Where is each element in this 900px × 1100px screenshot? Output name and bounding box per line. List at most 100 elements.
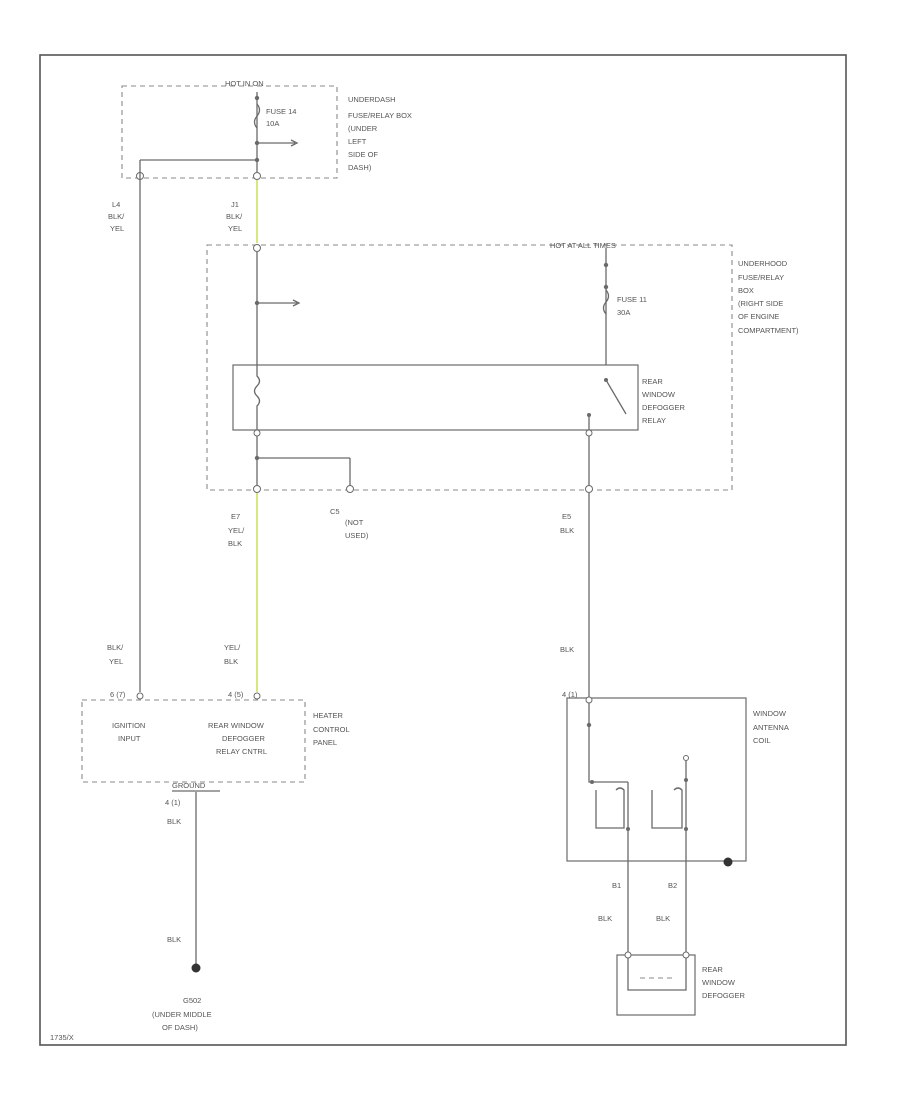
connector-defogger-b1 <box>624 951 632 959</box>
relay-switch-arm <box>605 379 627 415</box>
ground-label: GROUND <box>172 781 206 790</box>
defogger-label-line-1: REAR <box>702 965 723 974</box>
relay-ctrl-label-2: DEFOGGER <box>222 734 266 743</box>
relay-label: REAR WINDOW DEFOGGER RELAY <box>642 377 686 425</box>
underdash-label-line-1: UNDERDASH <box>348 95 396 104</box>
defogger-label-line-2: WINDOW <box>702 978 736 987</box>
wire-l4-id: L4 <box>112 200 120 209</box>
wire-b2-color: BLK <box>656 914 670 923</box>
splice-dot <box>603 262 609 268</box>
heater-panel-label-3: PANEL <box>313 738 337 747</box>
underdash-label-line-5: SIDE OF <box>348 150 378 159</box>
underhood-fuse-relay-box <box>206 244 733 491</box>
fuse14-label: FUSE 14 <box>266 107 296 116</box>
wire-b1-id: B1 <box>612 881 621 890</box>
relay-label-line-4: RELAY <box>642 416 666 425</box>
pin-ignition: 6 (7) <box>110 690 126 699</box>
connector-relay-ctrl <box>253 692 261 700</box>
pin-antenna: 4 (1) <box>562 690 578 699</box>
heater-panel-label-1: HEATER <box>313 711 343 720</box>
antenna-coil-label: WINDOW ANTENNA COIL <box>753 709 789 745</box>
underhood-label-line-1: UNDERHOOD <box>738 259 788 268</box>
c5-not-used-1: (NOT <box>345 518 364 527</box>
wire-b2-id: B2 <box>668 881 677 890</box>
heater-control-panel <box>81 699 306 783</box>
fuse11-symbol <box>602 289 610 315</box>
rear-window-defogger-relay <box>232 364 639 431</box>
underdash-label-line-2: FUSE/RELAY BOX <box>348 111 412 120</box>
antenna-label-line-3: COIL <box>753 736 771 745</box>
wire-left-color-2: YEL <box>109 657 123 666</box>
wire-e7-color-1: YEL/ <box>228 526 245 535</box>
wire-e7-color-2: BLK <box>228 539 242 548</box>
antenna-terminal <box>683 755 689 761</box>
connector-ignition-input <box>136 692 144 700</box>
relay-ctrl-label-3: RELAY CNTRL <box>216 747 267 756</box>
c5-id: C5 <box>330 507 340 516</box>
g502-label-3: OF DASH) <box>162 1023 198 1032</box>
g502-label-1: G502 <box>183 996 201 1005</box>
defogger-label: REAR WINDOW DEFOGGER <box>702 965 746 1000</box>
underdash-label-line-4: LEFT <box>348 137 367 146</box>
underhood-label-line-4: (RIGHT SIDE <box>738 299 783 308</box>
underdash-label-line-3: (UNDER <box>348 124 378 133</box>
wire-yel-color-2: BLK <box>224 657 238 666</box>
coil-winding-right <box>651 787 683 829</box>
wire-j1-color-1: BLK/ <box>226 212 243 221</box>
pin-ground: 4 (1) <box>165 798 181 807</box>
connector-c5 <box>346 485 354 493</box>
arrow-head <box>290 139 299 147</box>
wire-l4-color-2: YEL <box>110 224 124 233</box>
relay-label-line-2: WINDOW <box>642 390 676 399</box>
antenna-label-line-2: ANTENNA <box>753 723 789 732</box>
hot-in-on-label: HOT IN ON <box>225 79 264 88</box>
wire-e5-id: E5 <box>562 512 571 521</box>
underdash-label-line-6: DASH) <box>348 163 372 172</box>
rear-window-defogger <box>616 954 696 1016</box>
wire-e5-color: BLK <box>560 526 574 535</box>
antenna-ground-icon <box>723 857 733 867</box>
pin-relay-ctrl: 4 (5) <box>228 690 244 699</box>
window-antenna-coil <box>566 697 747 862</box>
footer-code: 1735/X <box>50 1033 74 1042</box>
wire-j1-color-2: YEL <box>228 224 242 233</box>
fuse11-rating: 30A <box>617 308 630 317</box>
fuse14-symbol <box>253 103 261 129</box>
ignition-input-label-1: IGNITION <box>112 721 145 730</box>
connector-relay-coil-out <box>253 429 261 437</box>
wire-blk-color: BLK <box>560 645 574 654</box>
relay-label-line-1: REAR <box>642 377 663 386</box>
connector-defogger-b2 <box>682 951 690 959</box>
c5-not-used-2: USED) <box>345 531 369 540</box>
connector-underhood-in <box>253 244 261 252</box>
heater-panel-label-2: CONTROL <box>313 725 350 734</box>
underhood-label-line-3: BOX <box>738 286 754 295</box>
splice-dot <box>603 284 609 290</box>
ground-point-icon <box>191 963 201 973</box>
wire-e7-id: E7 <box>231 512 240 521</box>
antenna-wire-left <box>588 703 628 783</box>
diagram-frame <box>39 54 847 1046</box>
relay-label-line-3: DEFOGGER <box>642 403 686 412</box>
antenna-label-line-1: WINDOW <box>753 709 787 718</box>
wire-l4-color-1: BLK/ <box>108 212 125 221</box>
connector-e5 <box>585 485 593 493</box>
underhood-label-line-5: OF ENGINE <box>738 312 779 321</box>
defogger-label-line-3: DEFOGGER <box>702 991 746 1000</box>
underdash-box-label: UNDERDASH FUSE/RELAY BOX (UNDER LEFT SID… <box>348 95 412 172</box>
relay-coil <box>253 365 261 430</box>
underhood-box-label: UNDERHOOD FUSE/RELAY BOX (RIGHT SIDE OF … <box>738 259 799 335</box>
coil-winding-left <box>595 787 625 829</box>
g502-label-2: (UNDER MIDDLE <box>152 1010 212 1019</box>
connector-relay-switch-out <box>585 429 593 437</box>
arrow-head <box>292 299 301 307</box>
underhood-label-line-6: COMPARTMENT) <box>738 326 799 335</box>
connector-j1 <box>253 172 261 180</box>
wire-b1-color: BLK <box>598 914 612 923</box>
defogger-grid <box>627 958 687 991</box>
splice-dot <box>590 780 594 784</box>
relay-ctrl-label-1: REAR WINDOW <box>208 721 265 730</box>
hot-at-all-times-label: HOT AT ALL TIMES <box>550 241 616 250</box>
wire-ground-color-2: BLK <box>167 935 181 944</box>
